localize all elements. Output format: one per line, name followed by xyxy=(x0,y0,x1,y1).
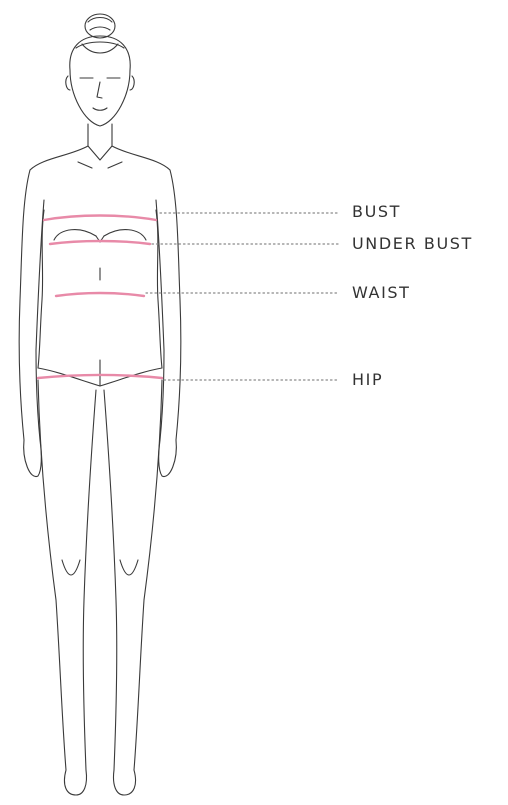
head xyxy=(66,36,134,126)
waist-measure-line xyxy=(56,293,144,296)
hip-label: HIP xyxy=(352,372,383,388)
waist-label: WAIST xyxy=(352,285,411,301)
bust-measure-line xyxy=(44,216,156,221)
legs xyxy=(38,380,162,795)
hair-bun xyxy=(85,14,115,38)
torso xyxy=(38,210,162,386)
under-bust-label: UNDER BUST xyxy=(352,236,473,252)
neck-shoulders xyxy=(30,124,170,170)
bust-label: BUST xyxy=(352,204,401,220)
